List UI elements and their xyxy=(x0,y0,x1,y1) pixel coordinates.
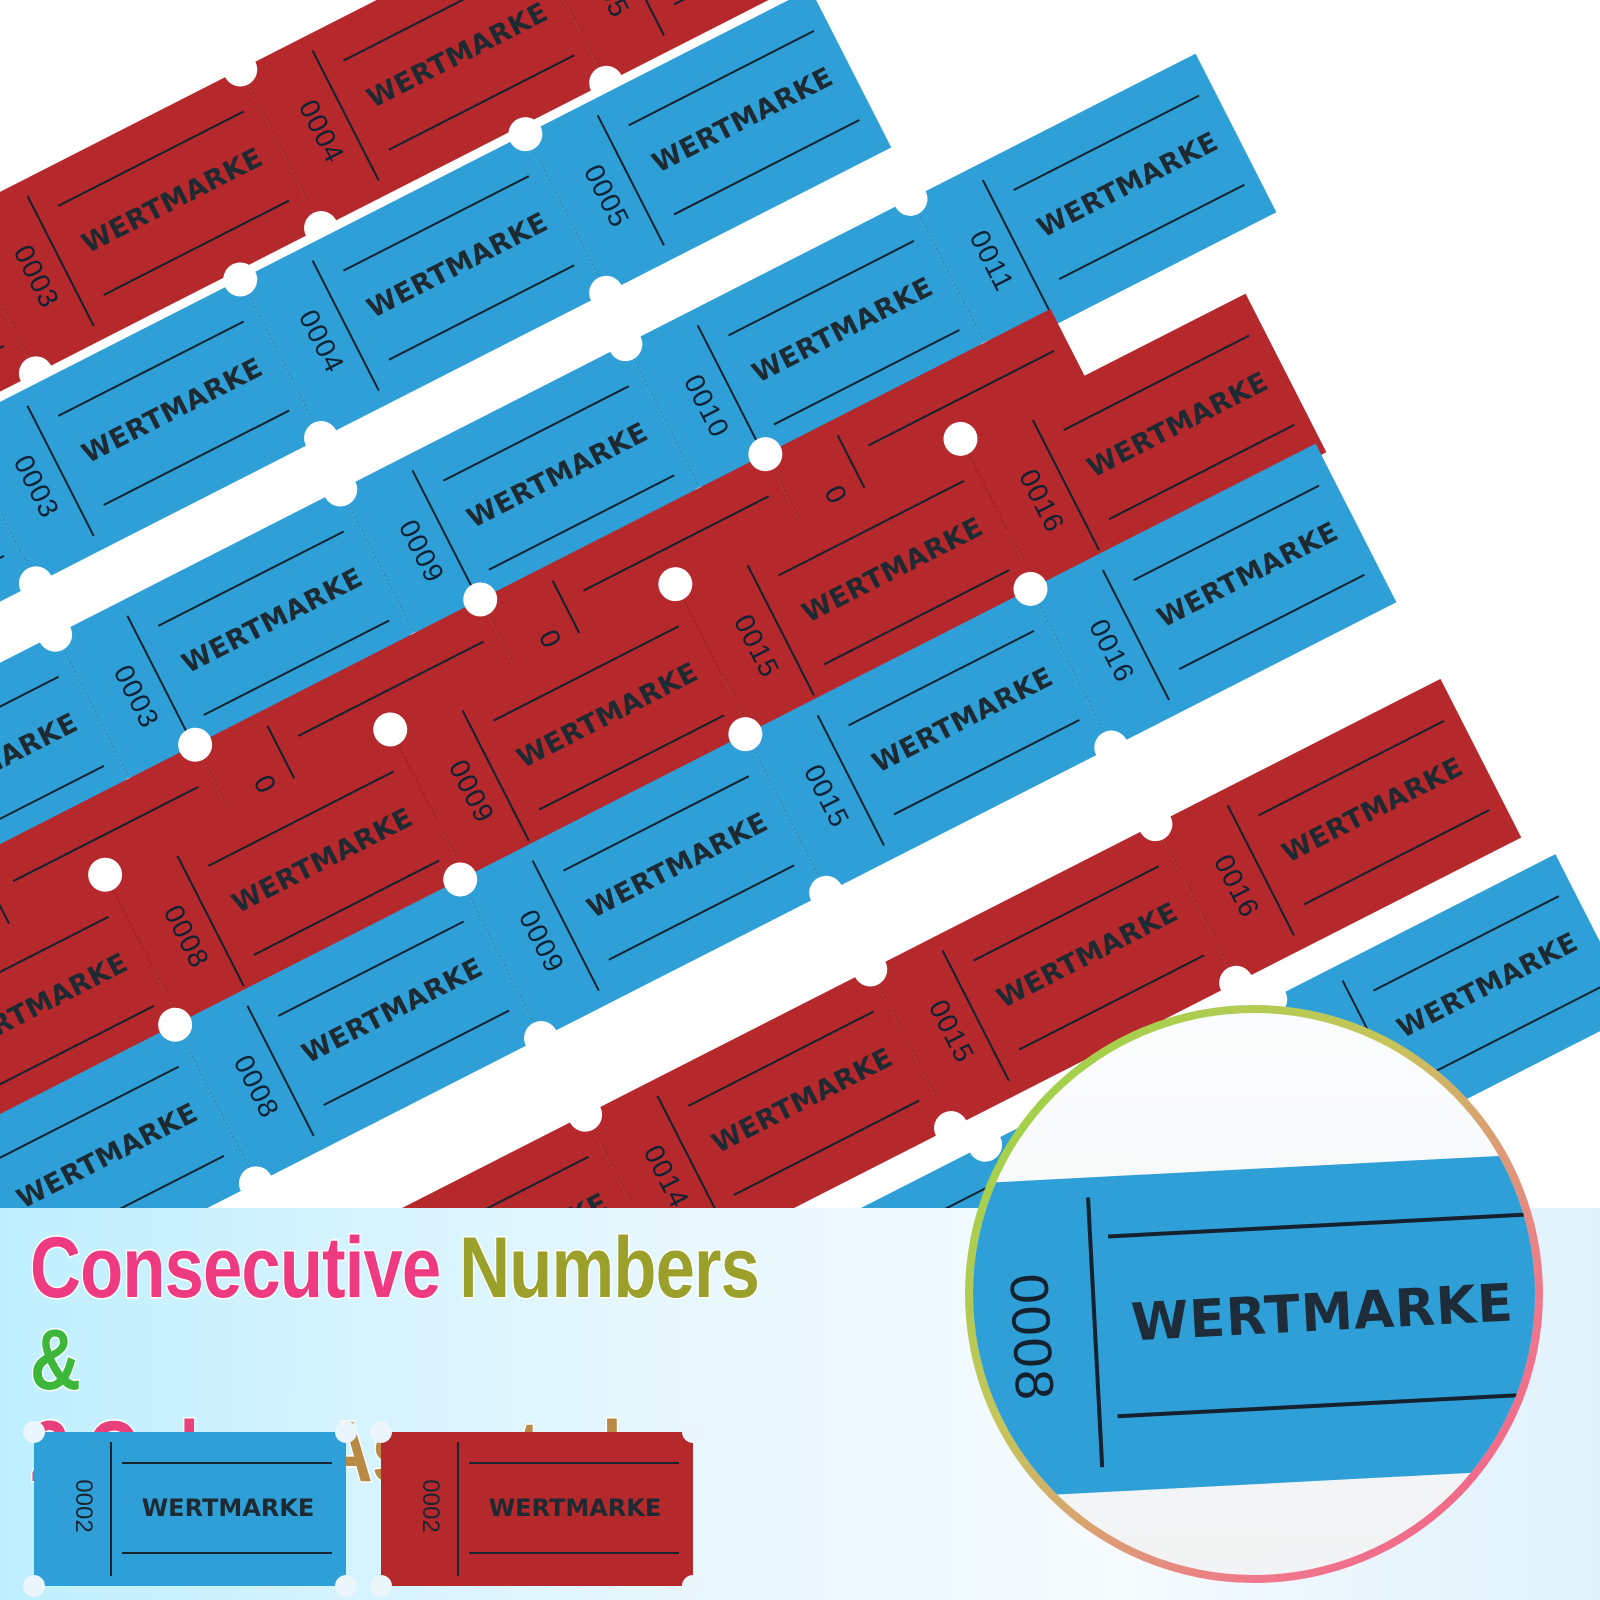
ticket-number: 0004 xyxy=(292,304,351,378)
ticket-notch xyxy=(335,1575,357,1597)
ticket-label: WERTMARKE xyxy=(177,562,369,680)
ticket-rule-bottom xyxy=(122,1552,332,1554)
zoom-magnifier: 0008 WERTMARKE xyxy=(965,1005,1543,1583)
ticket-number: 0010 xyxy=(677,369,736,443)
ticket-label: WERTMARKE xyxy=(992,896,1184,1015)
headline-line-1: Consecutive Numbers & xyxy=(29,1220,768,1408)
ticket-number: 0008 xyxy=(227,1049,286,1124)
ticket-label: WERTMARKE xyxy=(1082,366,1274,485)
zoomed-ticket: 0008 WERTMARKE xyxy=(973,1150,1535,1501)
ticket-number: 0016 xyxy=(1013,464,1071,538)
zoom-inner: 0008 WERTMARKE xyxy=(973,1013,1535,1575)
ticket-notch xyxy=(370,1421,392,1443)
zoomed-ticket-divider xyxy=(1086,1197,1105,1468)
ticket-notch xyxy=(23,1421,45,1443)
zoomed-ticket-label: WERTMARKE xyxy=(1129,1273,1516,1354)
ticket-notch xyxy=(23,1575,45,1597)
ticket-label: WERTMARKE xyxy=(1032,126,1224,245)
blue-ticket-sample: 0002 WERTMARKE xyxy=(23,1421,357,1597)
ticket-label: WERTMARKE xyxy=(797,511,989,630)
ticket-label: WERTMARKE xyxy=(747,271,939,390)
ticket-body xyxy=(34,1432,346,1586)
ticket-notch xyxy=(682,1421,704,1443)
ticket-label: WERTMARKE xyxy=(362,206,554,325)
ticket-label: WERTMARKE xyxy=(647,61,839,180)
ticket-rule-bottom xyxy=(469,1552,679,1554)
ticket-number: 0016 xyxy=(1207,849,1266,923)
ticket-rule-top xyxy=(122,1462,332,1464)
ticket-label: WERTMARKE xyxy=(582,806,774,925)
ticket-number: 0003 xyxy=(7,239,66,314)
ticket-body xyxy=(381,1432,693,1586)
ticket-number: 0002 xyxy=(70,1479,97,1533)
ticket-label: WERTMARKE xyxy=(1277,751,1469,870)
ticket-label: WERTMARKE xyxy=(297,952,489,1070)
ticket-label: WERTMARKE xyxy=(362,0,554,115)
ticket-number: 0011 xyxy=(963,225,1021,297)
ticket-label: WERTMARKE xyxy=(512,656,704,775)
ticket-number: 0015 xyxy=(727,609,786,683)
ticket-number: 0003 xyxy=(107,659,166,734)
ticket-number: 0002 xyxy=(417,1479,444,1533)
ticket-label: WERTMARKE xyxy=(77,142,269,260)
ticket-number: 0015 xyxy=(922,994,981,1068)
ticket-label: WERTMARKE xyxy=(11,1097,204,1216)
ticket-label: WERTMARKE xyxy=(227,802,419,920)
ticket-notch xyxy=(335,1421,357,1443)
ticket-label: WERTMARKE xyxy=(1152,516,1344,635)
ticket-number: 0004 xyxy=(292,94,351,168)
ticket-number: 0015 xyxy=(797,759,856,833)
ticket-divider xyxy=(110,1442,112,1576)
ticket-number: 0009 xyxy=(392,514,451,588)
ticket-label: WERTMARKE xyxy=(141,1494,315,1522)
ticket-notch xyxy=(370,1575,392,1597)
ticket-label: WERTMARKE xyxy=(707,1042,899,1160)
ticket-number: 0009 xyxy=(442,754,501,828)
ticket-label: WERTMARKE xyxy=(462,416,654,535)
ticket-rule-bottom xyxy=(673,0,860,6)
ticket-label: WERTMARKE xyxy=(488,1494,662,1522)
ticket-notch xyxy=(682,1575,704,1597)
zoomed-ticket-rule-bottom xyxy=(1117,1392,1535,1419)
ticket-divider xyxy=(457,1442,459,1576)
ticket-number: 0005 xyxy=(577,159,636,233)
zoomed-ticket-number: 0008 xyxy=(997,1272,1065,1404)
red-ticket-sample: 0002 WERTMARKE xyxy=(370,1421,704,1597)
ticket-number: 0009 xyxy=(512,904,571,978)
zoomed-ticket-rule-top xyxy=(1108,1212,1528,1239)
ticket-label: WERTMARKE xyxy=(77,352,269,470)
ticket-rule-bottom xyxy=(0,554,5,652)
ticket-number: 0016 xyxy=(1083,614,1141,688)
headline-word-numbers: Numbers xyxy=(458,1220,761,1316)
ticket-label: WERTMARKE xyxy=(1392,926,1584,1045)
ticket-label: WERTMARKE xyxy=(867,661,1059,780)
ticket-rule-top xyxy=(469,1462,679,1464)
headline-word-consecutive: Consecutive xyxy=(29,1220,443,1316)
headline-ampersand: & xyxy=(29,1312,82,1408)
ticket-number: 0003 xyxy=(7,449,66,524)
ticket-number: 0008 xyxy=(157,899,216,974)
